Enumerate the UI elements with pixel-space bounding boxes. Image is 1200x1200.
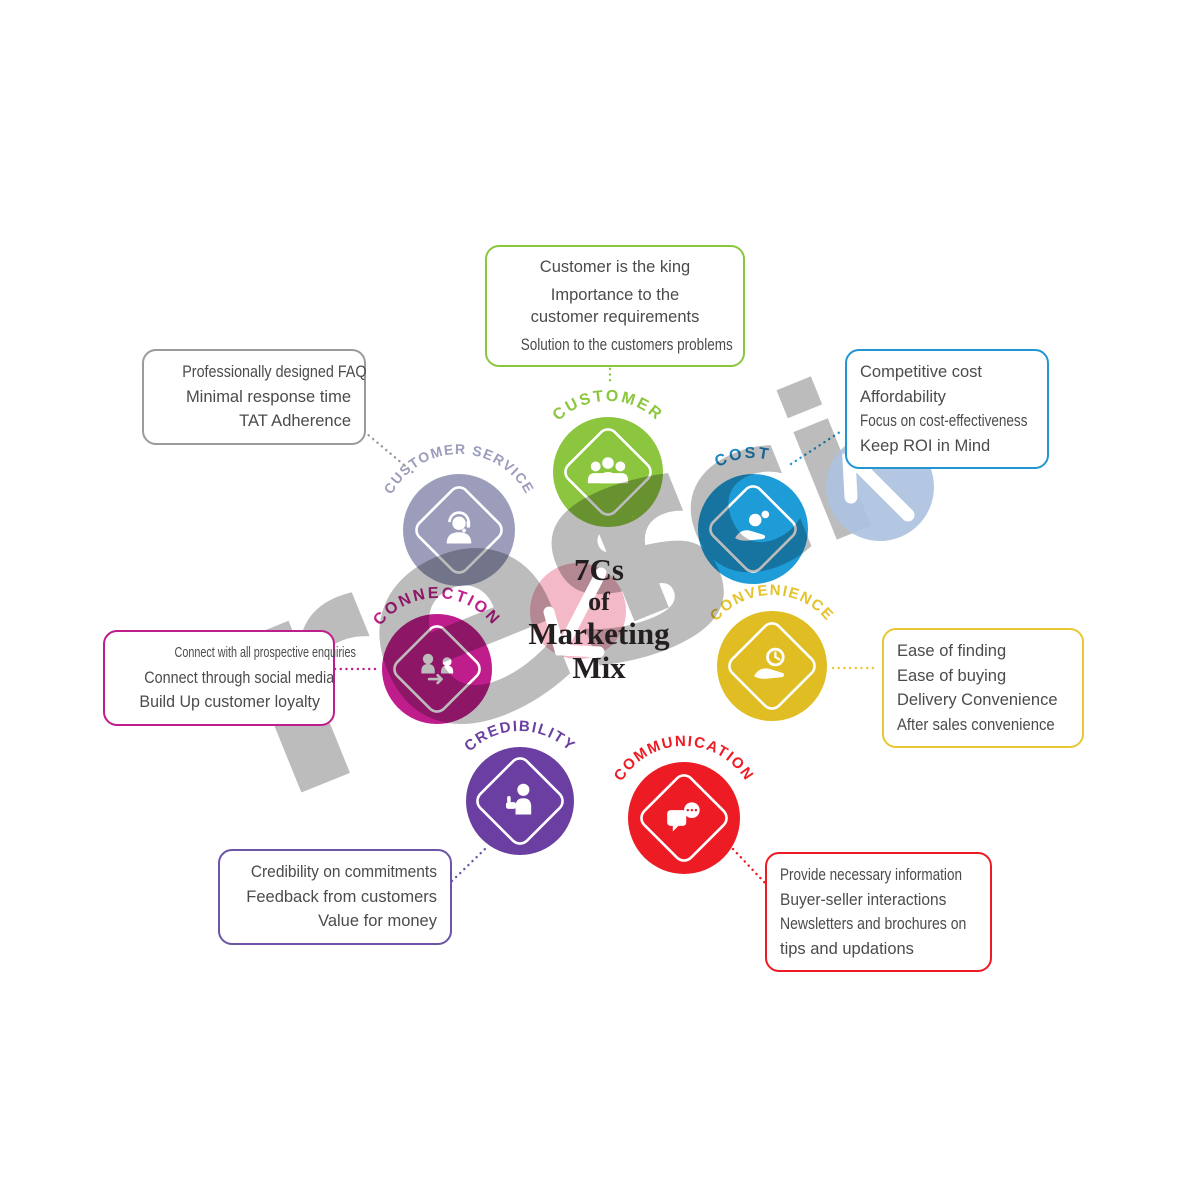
- node-circle: [717, 611, 827, 721]
- hand-clock-icon: [754, 647, 785, 679]
- callout-line: Value for money: [318, 912, 437, 930]
- callout-line: Ease of buying: [897, 666, 1007, 685]
- callout-line: Solution to the customers problems: [520, 336, 733, 354]
- node-circle: [382, 614, 492, 724]
- node-credibility: CREDIBILITY: [461, 718, 577, 855]
- title-line: of: [588, 587, 610, 616]
- node-communication: COMMUNICATION: [611, 733, 756, 874]
- node-customer: CUSTOMER: [550, 388, 664, 527]
- diamond-outline: [393, 625, 481, 713]
- callout-line: Ease of finding: [897, 642, 1007, 660]
- callout-customer: Customer is the king Importance to the c…: [485, 245, 745, 367]
- callout-convenience: Ease of finding Ease of buying Delivery …: [882, 628, 1084, 748]
- callout-line: Customer is the king: [539, 258, 691, 276]
- callout-line: After sales convenience: [897, 715, 1055, 734]
- chat-bubbles-icon: [667, 802, 700, 832]
- callout-line: Competitive cost: [860, 363, 982, 381]
- people-arrow-icon: [421, 653, 454, 685]
- callout-customer-service: Professionally designed FAQ Minimal resp…: [142, 349, 367, 445]
- person-thumb-icon: [506, 783, 532, 815]
- node-connection: CONNECTION: [370, 585, 501, 724]
- callout-line: Buyer-seller interactions: [780, 890, 947, 909]
- callout-credibility: Credibility on commitments Feedback from…: [218, 849, 452, 945]
- callout-line: tips and updations: [780, 939, 914, 958]
- callout-line: Provide necessary information: [780, 866, 962, 884]
- node-customer-service: CUSTOMER SERVICE: [380, 441, 536, 586]
- diamond-outline: [640, 774, 728, 862]
- callout-line: TAT Adherence: [239, 412, 351, 430]
- diamond-outline: [564, 428, 652, 516]
- callout-line: customer requirements: [530, 308, 700, 326]
- title-line: Marketing: [528, 616, 670, 651]
- node-label: COST: [711, 441, 774, 471]
- headset-agent-icon: [446, 511, 472, 544]
- title-line: Mix: [572, 650, 626, 685]
- people-group-icon: [587, 457, 629, 484]
- callout-line: Importance to the: [550, 286, 680, 304]
- callout-line: Affordability: [860, 387, 946, 406]
- callout-line: Newsletters and brochures on: [780, 915, 967, 933]
- callout-line: Professionally designed FAQ: [182, 363, 367, 381]
- diamond-outline: [415, 486, 503, 574]
- callout-line: Connect through social media: [144, 668, 335, 687]
- callout-line: Connect with all prospective enquiries: [174, 644, 356, 661]
- callout-line: Build Up customer loyalty: [139, 693, 320, 711]
- hand-coins-icon: [735, 510, 770, 541]
- diamond-outline: [728, 622, 816, 710]
- callout-connection: Connect with all prospective enquiries C…: [103, 630, 356, 726]
- callout-communication: Provide necessary information Buyer-sell…: [765, 852, 992, 972]
- callout-line: Credibility on commitments: [250, 863, 437, 881]
- callout-line: Minimal response time: [185, 387, 351, 406]
- center-title: 7Cs of Marketing Mix: [449, 553, 749, 685]
- node-circle: [698, 474, 808, 584]
- node-convenience: CONVENIENCE: [707, 582, 836, 721]
- diamond-outline: [476, 757, 564, 845]
- title-line: 7Cs: [574, 552, 624, 587]
- connector-credibility: [450, 846, 488, 883]
- callout-line: Delivery Convenience: [897, 691, 1058, 709]
- connector-communication: [731, 847, 768, 886]
- connector-customer-service: [358, 426, 418, 477]
- callout-line: Feedback from customers: [246, 887, 437, 906]
- callout-line: Keep ROI in Mind: [860, 436, 991, 455]
- callout-cost: Competitive cost Affordability Focus on …: [845, 349, 1049, 469]
- node-cost: COST: [698, 441, 808, 584]
- callout-line: Focus on cost-effectiveness: [860, 412, 1028, 430]
- diamond-outline: [709, 485, 797, 573]
